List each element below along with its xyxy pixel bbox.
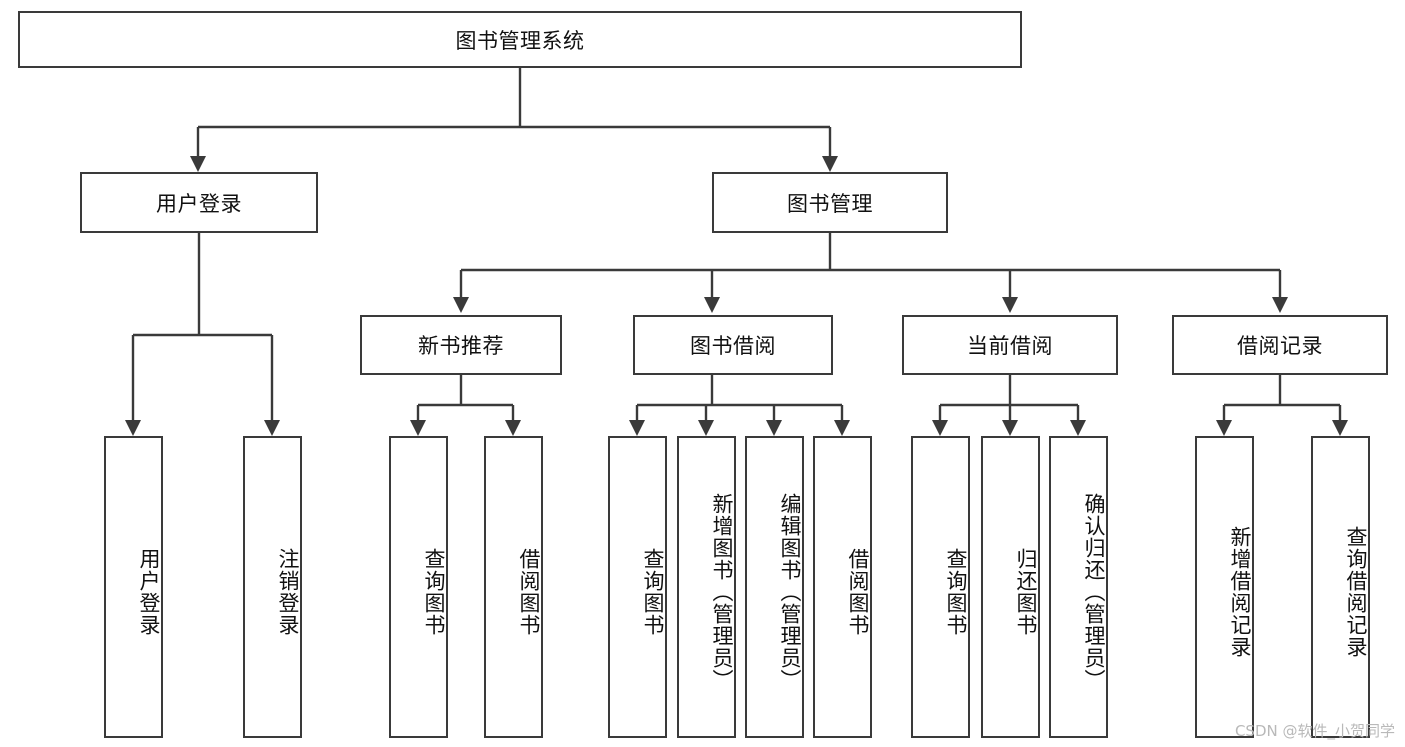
node-book-management[interactable]: 图书管理 — [712, 172, 948, 233]
node-borrow-record[interactable]: 借阅记录 — [1172, 315, 1388, 375]
leaf-recommend-query-book[interactable]: 查询图书 — [389, 436, 448, 738]
leaf-add-book-admin[interactable]: 新增图书（管理员） — [677, 436, 736, 738]
leaf-borrow-query-book[interactable]: 查询图书 — [608, 436, 667, 738]
leaf-confirm-return-admin-label: 确认归还（管理员） — [1082, 493, 1106, 691]
node-borrow-record-label: 借阅记录 — [1237, 334, 1323, 358]
node-book-borrow-label: 图书借阅 — [690, 334, 776, 358]
node-current-borrow[interactable]: 当前借阅 — [902, 315, 1118, 375]
leaf-add-borrow-record-label: 新增借阅记录 — [1228, 526, 1252, 658]
leaf-borrow-book-label: 借阅图书 — [846, 548, 870, 636]
node-root-label: 图书管理系统 — [455, 28, 585, 53]
leaf-recommend-borrow-book-label: 借阅图书 — [517, 548, 541, 636]
watermark-text: CSDN @软件_小贺同学 — [1234, 722, 1395, 740]
leaf-edit-book-admin[interactable]: 编辑图书（管理员） — [745, 436, 804, 738]
node-book-borrow[interactable]: 图书借阅 — [633, 315, 833, 375]
leaf-borrow-book[interactable]: 借阅图书 — [813, 436, 872, 738]
leaf-edit-book-admin-label: 编辑图书（管理员） — [778, 493, 802, 691]
node-new-book-recommend-label: 新书推荐 — [418, 334, 504, 358]
node-user-login[interactable]: 用户登录 — [80, 172, 318, 233]
leaf-add-borrow-record[interactable]: 新增借阅记录 — [1195, 436, 1254, 738]
node-root[interactable]: 图书管理系统 — [18, 11, 1022, 68]
leaf-logout[interactable]: 注销登录 — [243, 436, 302, 738]
leaf-add-book-admin-label: 新增图书（管理员） — [710, 493, 734, 691]
leaf-return-book[interactable]: 归还图书 — [981, 436, 1040, 738]
leaf-current-query-book[interactable]: 查询图书 — [911, 436, 970, 738]
leaf-recommend-borrow-book[interactable]: 借阅图书 — [484, 436, 543, 738]
leaf-return-book-label: 归还图书 — [1014, 548, 1038, 636]
node-book-management-label: 图书管理 — [787, 191, 873, 216]
leaf-recommend-query-book-label: 查询图书 — [422, 548, 446, 636]
leaf-current-query-book-label: 查询图书 — [944, 548, 968, 636]
leaf-logout-label: 注销登录 — [276, 548, 300, 636]
node-current-borrow-label: 当前借阅 — [967, 334, 1053, 358]
leaf-query-borrow-record-label: 查询借阅记录 — [1344, 526, 1368, 658]
leaf-user-login[interactable]: 用户登录 — [104, 436, 163, 738]
leaf-confirm-return-admin[interactable]: 确认归还（管理员） — [1049, 436, 1108, 738]
leaf-query-borrow-record[interactable]: 查询借阅记录 — [1311, 436, 1370, 738]
node-new-book-recommend[interactable]: 新书推荐 — [360, 315, 562, 375]
leaf-user-login-label: 用户登录 — [137, 548, 161, 636]
leaf-borrow-query-book-label: 查询图书 — [641, 548, 665, 636]
node-user-login-label: 用户登录 — [156, 191, 242, 216]
